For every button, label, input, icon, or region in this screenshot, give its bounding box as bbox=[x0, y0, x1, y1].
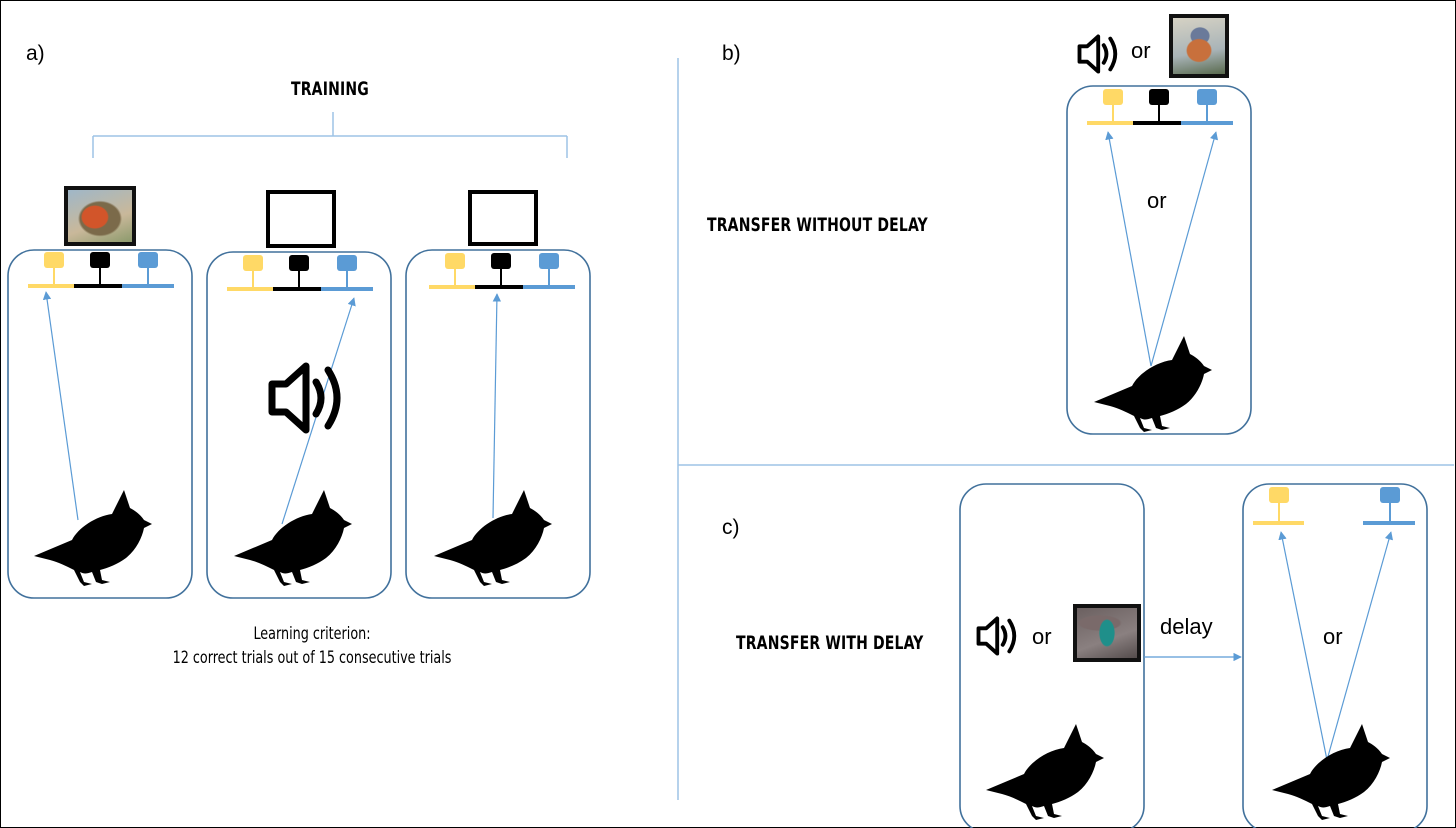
training-box-3 bbox=[405, 249, 591, 599]
response-keys-2 bbox=[225, 253, 375, 291]
training-box-1 bbox=[7, 249, 193, 599]
arrow-to-yellow bbox=[42, 291, 79, 521]
speaker-icon bbox=[272, 366, 337, 430]
stimulus-box-c bbox=[959, 483, 1145, 828]
robin-photo bbox=[64, 186, 136, 246]
criterion-line-1: Learning criterion: bbox=[253, 624, 371, 643]
hummingbird-photo bbox=[1073, 604, 1141, 662]
training-bracket bbox=[92, 112, 568, 158]
arrow-b-blue bbox=[1150, 131, 1219, 367]
arrow-c-blue bbox=[1326, 531, 1394, 761]
speaker-icon bbox=[976, 616, 1017, 656]
or-label-mid: or bbox=[1147, 188, 1167, 213]
speaker-icon bbox=[1077, 34, 1118, 74]
chaffinch-photo bbox=[1169, 14, 1229, 78]
response-box-c bbox=[1242, 483, 1428, 828]
or-label-c: or bbox=[1323, 624, 1343, 649]
bird-silhouette-icon bbox=[1094, 336, 1212, 432]
bird-silhouette-icon bbox=[986, 724, 1104, 820]
transfer-with-delay-title: TRANSFER WITH DELAY bbox=[736, 632, 924, 654]
arrow-b-yellow bbox=[1105, 131, 1152, 367]
panel-b-label: b) bbox=[722, 42, 741, 65]
criterion-line-2: 12 correct trials out of 15 consecutive … bbox=[172, 648, 452, 667]
monitor-icon bbox=[468, 190, 538, 246]
bird-silhouette-icon bbox=[1272, 724, 1390, 820]
training-title: TRAINING bbox=[291, 78, 369, 100]
delay-label: delay bbox=[1160, 614, 1213, 639]
arrow-to-black bbox=[492, 293, 502, 519]
arrow-c-yellow bbox=[1278, 531, 1328, 761]
transfer-box-b bbox=[1066, 85, 1252, 435]
monitor-icon bbox=[266, 190, 336, 248]
response-keys-c bbox=[1253, 487, 1415, 525]
panel-a-label: a) bbox=[26, 42, 45, 65]
or-label-top: or bbox=[1131, 38, 1151, 63]
training-box-2 bbox=[206, 251, 392, 599]
response-keys-3 bbox=[427, 251, 577, 289]
transfer-without-delay-title: TRANSFER WITHOUT DELAY bbox=[707, 214, 928, 236]
panel-c-label: c) bbox=[722, 516, 740, 539]
or-label-stim: or bbox=[1032, 624, 1052, 649]
response-keys-b bbox=[1085, 87, 1235, 125]
bird-silhouette-icon bbox=[234, 490, 352, 586]
response-keys-1 bbox=[26, 250, 176, 288]
bird-silhouette-icon bbox=[34, 490, 152, 586]
